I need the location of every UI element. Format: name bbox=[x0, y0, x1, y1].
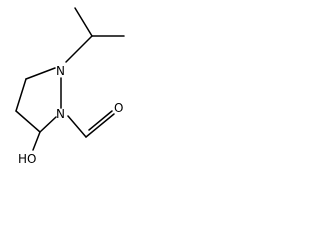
atom-oh-label: HO bbox=[18, 152, 36, 166]
atom-labels: N N HO O bbox=[18, 64, 123, 166]
bond-c5-c4 bbox=[15, 78, 27, 112]
atom-n2-label: N bbox=[56, 107, 65, 121]
atom-n1-label: N bbox=[56, 64, 65, 78]
bond-ch-n1 bbox=[65, 35, 93, 63]
bond-n2-cho bbox=[67, 115, 87, 138]
bonds bbox=[15, 7, 125, 151]
bond-c3-n2 bbox=[39, 116, 57, 133]
bond-c4-c3 bbox=[15, 110, 41, 133]
atom-o-label: O bbox=[114, 101, 123, 115]
molecule-structure-diagram: N N HO O bbox=[15, 7, 125, 166]
bond-c3-oh bbox=[32, 131, 41, 151]
bond-ch3-left-ch bbox=[74, 7, 93, 37]
bond-cho-o-inner bbox=[88, 110, 113, 131]
bond-cho-o-outer bbox=[85, 113, 115, 138]
bond-n1-c5 bbox=[25, 67, 56, 80]
